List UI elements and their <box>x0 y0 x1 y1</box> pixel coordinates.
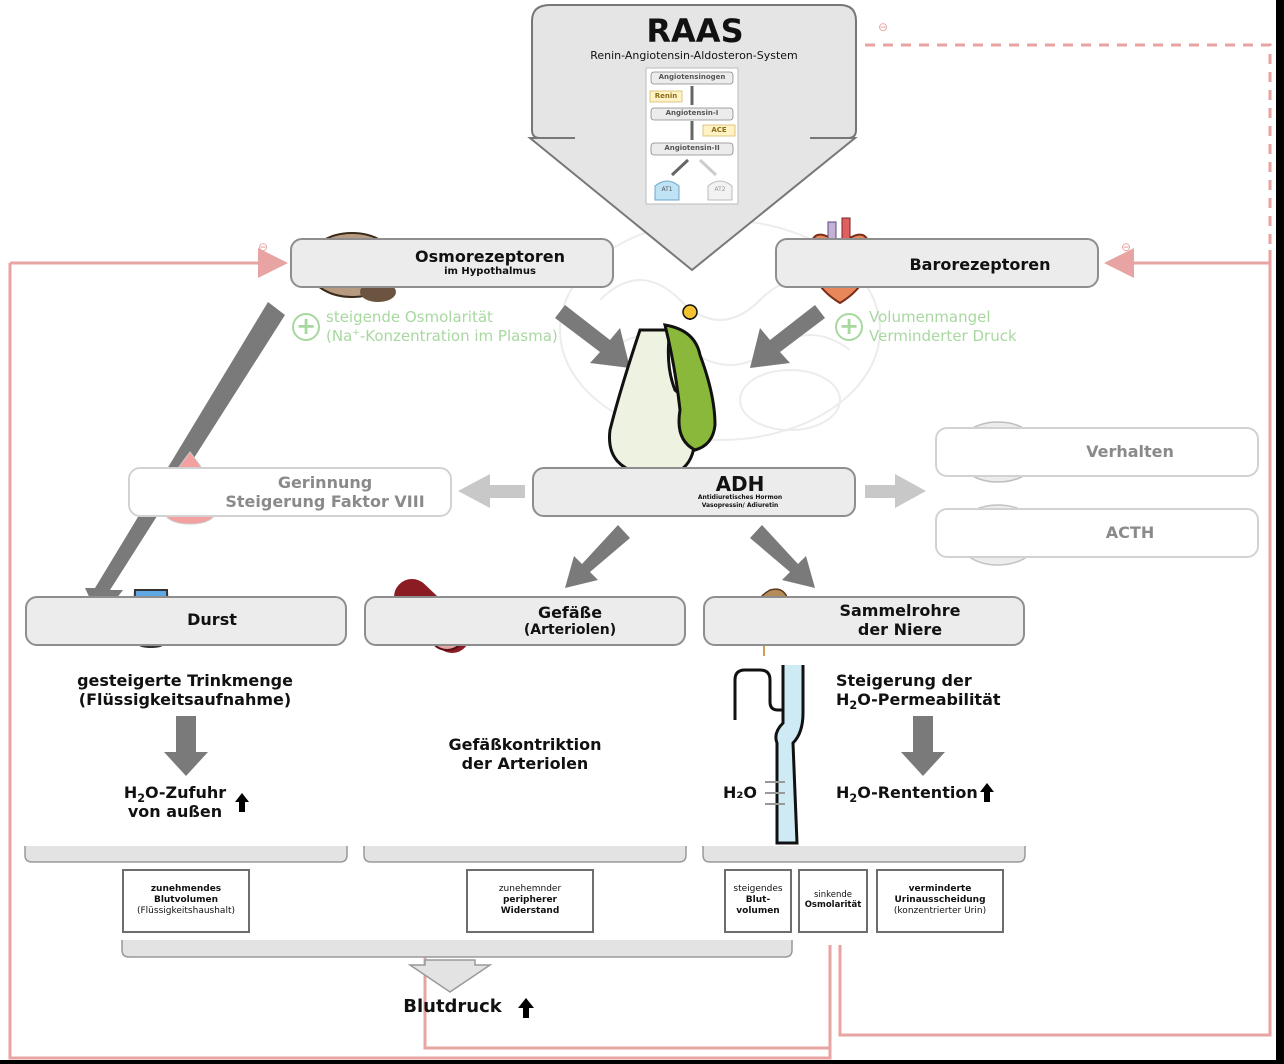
increase-arrow-icon-blutdruck <box>518 998 534 1008</box>
outcome-blut-volumen-box <box>724 869 792 933</box>
durst-result-line2: von außen <box>127 802 223 821</box>
baroreceptor-box <box>775 238 1099 288</box>
acth-label: ACTH <box>1105 523 1155 542</box>
niere-effect-line1: Steigerung der <box>836 671 972 690</box>
osmoreceptor-box <box>290 238 614 288</box>
osmo-stimulus-line1: steigende Osmolarität <box>326 308 493 326</box>
collecting-duct-icon <box>733 665 805 845</box>
outcome-blut-volumen-text: steigendes Blut- volumen <box>733 884 783 916</box>
outcome-blutvolumen-box <box>122 869 250 933</box>
faded-arrows <box>458 474 926 508</box>
niere-h2o-label: H₂O <box>723 783 757 802</box>
outcome-osmolaritaet-box <box>798 869 868 933</box>
adh-subtitle-1: Antidiuretisches Hormon <box>697 494 783 501</box>
raas-subtitle: Renin-Angiotensin-Aldosteron-System <box>590 49 798 62</box>
acth-box <box>935 508 1259 558</box>
increase-arrow-icon-niere <box>980 783 994 792</box>
outcome-widerstand-box <box>466 869 594 933</box>
gefaesse-box <box>364 596 686 646</box>
sammelrohre-box <box>703 596 1025 646</box>
plus-icon-osmo: + <box>292 313 320 341</box>
gefaesse-effect-line2: der Arteriolen <box>461 754 589 773</box>
increase-arrow-stem-niere <box>984 792 990 802</box>
increase-arrow-stem-blutdruck <box>523 1008 529 1018</box>
gerinnung-line1: Gerinnung <box>277 473 373 492</box>
increase-arrow-stem-durst <box>239 802 245 812</box>
adh-title: ADH <box>715 472 765 496</box>
durst-effect-line1: gesteigerte Trinkmenge <box>77 671 293 690</box>
raas-title: RAAS <box>646 12 744 50</box>
adh-box <box>532 467 856 517</box>
gefaesse-subtitle: (Arteriolen) <box>523 622 617 638</box>
durst-box <box>25 596 347 646</box>
raas-angiotensin-2: Angiotensin-II <box>664 144 720 152</box>
pituitary-icon <box>608 304 717 477</box>
niere-title-line2: der Niere <box>857 620 943 639</box>
osmo-stimulus-line2: (Na+-Konzentration im Plasma) <box>326 326 558 345</box>
raas-at1-receptor: AT1 <box>661 186 673 193</box>
niere-result: H2O-Rentention <box>836 783 978 806</box>
raas-angiotensinogen: Angiotensinogen <box>658 73 726 81</box>
outcome-osmolaritaet-text: sinkende Osmolarität <box>804 890 862 911</box>
outcome-urin-text: verminderte Urinausscheidung (konzentrie… <box>893 884 987 916</box>
osmo-stimulus-text: steigende Osmolarität (Na+-Konzentration… <box>326 308 586 346</box>
osmoreceptor-subtitle: im Hypothalmus <box>444 266 536 277</box>
raas-renin: Renin <box>654 92 678 100</box>
durst-title: Durst <box>187 610 237 629</box>
increase-arrow-icon-durst <box>235 793 249 802</box>
gerinnung-line2: Steigerung Faktor VIII <box>225 492 425 511</box>
plus-icon-baro: + <box>835 313 863 341</box>
baro-stimulus-text: Volumenmangel Verminderter Druck <box>869 308 1069 346</box>
verhalten-label: Verhalten <box>1086 442 1174 461</box>
baro-stimulus-line1: Volumenmangel <box>869 308 991 326</box>
blutdruck-label: Blutdruck <box>403 996 502 1017</box>
gefaesse-title: Gefäße <box>537 603 603 622</box>
baroreceptor-title: Barorezeptoren <box>909 255 1051 274</box>
outcome-widerstand-text: zunehemnder peripherer Widerstand <box>498 884 562 916</box>
gerinnung-box <box>128 467 452 517</box>
raas-at2-receptor: AT2 <box>714 186 726 193</box>
feedback-sign-osmo: ⊖ <box>257 240 269 254</box>
baro-stimulus-line2: Verminderter Druck <box>869 326 1017 345</box>
niere-title-line1: Sammelrohre <box>839 601 961 620</box>
feedback-sign-baro: ⊖ <box>1120 240 1132 254</box>
bottom-brackets <box>24 846 1026 993</box>
durst-effect-line2: (Flüssigkeitsaufnahme) <box>78 690 292 709</box>
feedback-lines <box>8 43 1272 1060</box>
durst-result-line1: H2O-Zufuhr <box>123 783 227 806</box>
adh-subtitle-2: Vasopressin/ Adiuretin <box>701 502 779 509</box>
gefaesse-effect-line1: Gefäßkontriktion <box>448 735 602 754</box>
verhalten-box <box>935 427 1259 477</box>
raas-angiotensin-1: Angiotensin-I <box>665 109 719 117</box>
outcome-urin-box <box>876 869 1004 933</box>
feedback-sign-raas: ⊖ <box>877 20 889 34</box>
osmoreceptor-title: Osmorezeptoren <box>415 247 565 266</box>
outcome-blutvolumen-text: zunehmendes Blutvolumen (Flüssigkeitshau… <box>136 884 235 916</box>
niere-effect-line2: H2O-Permeabilität <box>836 690 1001 713</box>
raas-ace: ACE <box>711 126 727 134</box>
